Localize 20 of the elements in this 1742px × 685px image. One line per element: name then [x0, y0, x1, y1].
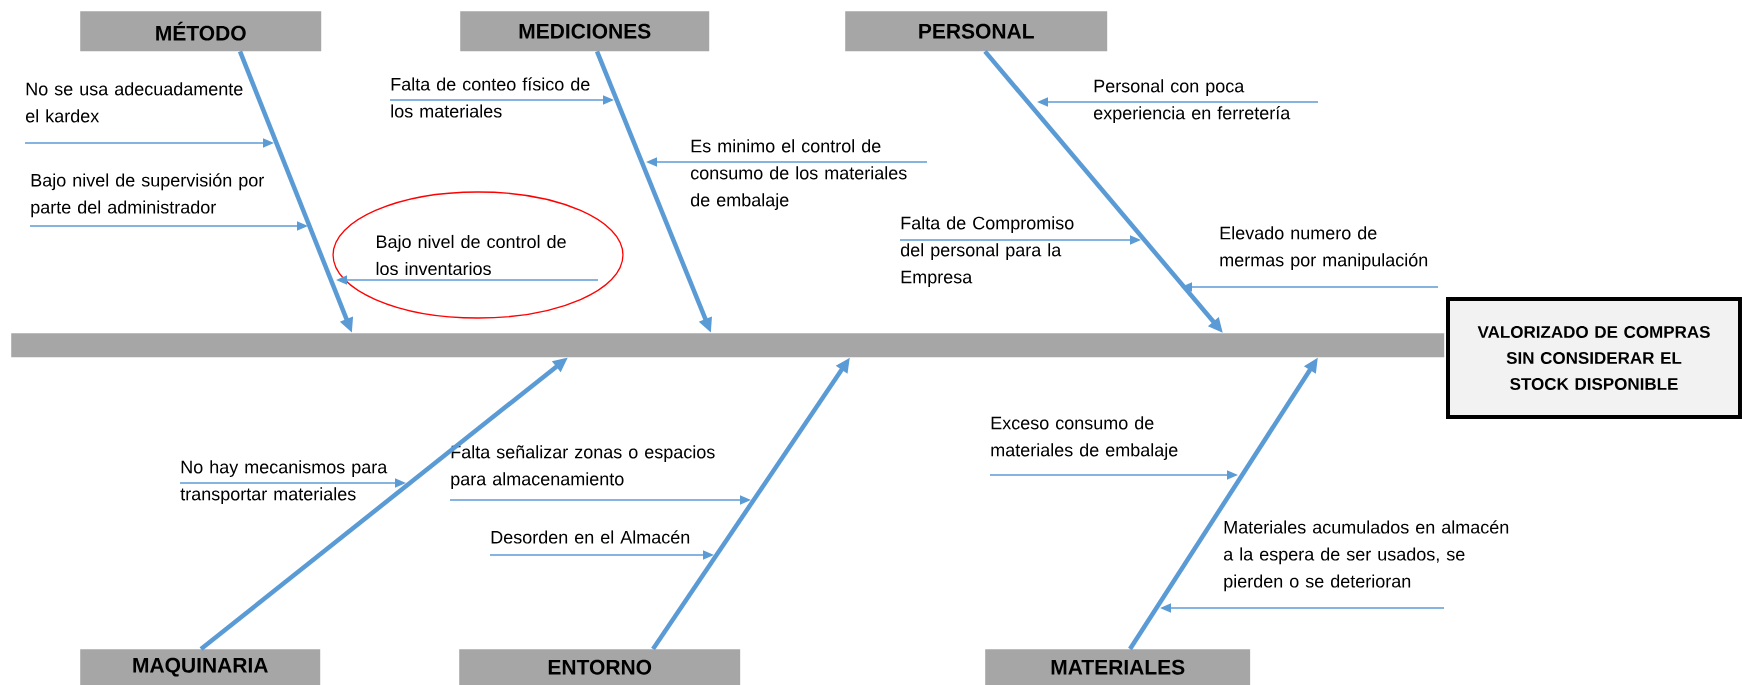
cause-text: Falta de conteo físico de los materiales: [391, 77, 590, 118]
category-box: MEDICIONES: [460, 11, 710, 52]
effect-box: VALORIZADO DE COMPRAS SIN CONSIDERAR EL STOCK DISPONIBLE: [1446, 297, 1742, 419]
cause-text: Bajo nivel de supervisión por parte del administrador: [31, 173, 264, 218]
category-box: MÉTODO: [80, 11, 322, 52]
cause-text: Personal con poca experiencia en ferretería: [1094, 79, 1291, 123]
cause-text: Materiales acumulados en almacén a la espera de ser usados, se pierden o se deterioran: [1224, 520, 1509, 592]
cause-text: Elevado numero de mermas por manipulación: [1220, 226, 1428, 270]
spine-bar: [11, 333, 1445, 358]
category-box: MATERIALES: [985, 649, 1251, 685]
category-box: PERSONAL: [845, 11, 1108, 52]
cause-text: Exceso consumo de materiales de embalaje: [991, 416, 1178, 460]
cause-text: Desorden en el Almacén: [491, 530, 690, 544]
cause-text: Es minimo el control de consumo de los materiales de embalaje: [690, 139, 907, 210]
cause-text: No se usa adecuadamente el kardex: [26, 82, 243, 123]
category-box: MAQUINARIA: [80, 649, 321, 685]
category-box: ENTORNO: [459, 649, 741, 685]
cause-text: No hay mecanismos para transportar materiales: [180, 460, 388, 504]
circled-cause: Bajo nivel de control de los inventarios: [332, 191, 624, 319]
cause-text: Falta de Compromiso del personal para la Empresa: [900, 216, 1074, 287]
